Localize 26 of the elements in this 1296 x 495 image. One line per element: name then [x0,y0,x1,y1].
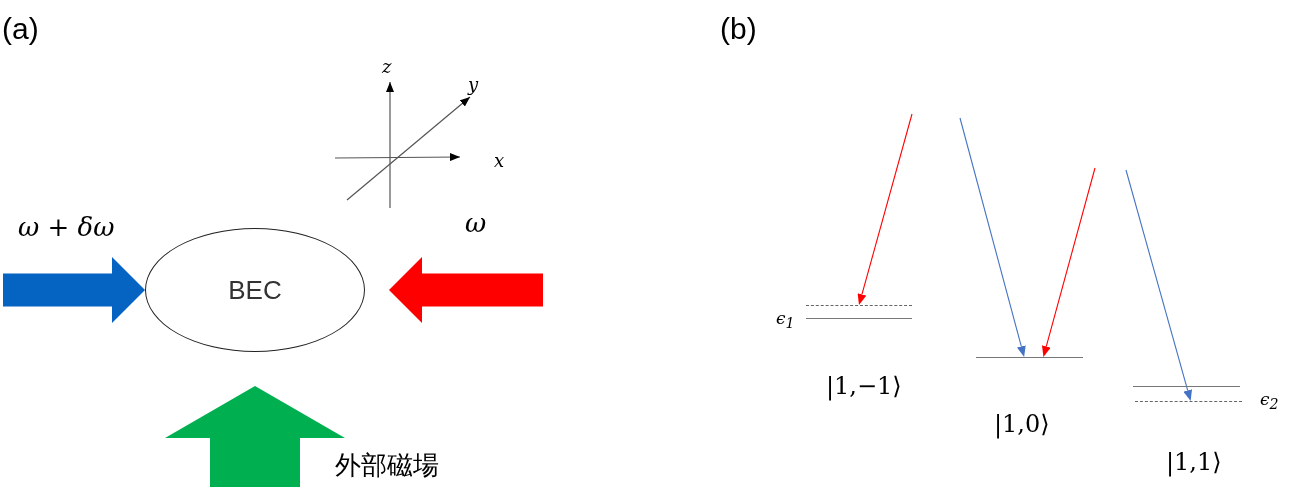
axis-label: y [468,74,479,95]
energy-level-line [1133,386,1240,388]
axis-label: z [382,56,392,77]
energy-level-line [976,357,1083,359]
edge-label: ω + δω [18,212,115,242]
panel-label: (a) [2,12,39,46]
state-label: |1,1⟩ [1166,448,1222,476]
edge-label: 外部磁場 [335,449,439,482]
energy-shift-label: ϵ$_{2}$ [1260,389,1279,413]
panel-label: (b) [720,12,757,46]
transition-arrow [1125,169,1192,401]
edge-label: ω [465,208,487,238]
energy-level-line [806,318,912,320]
block-arrow [389,257,543,323]
node-label: BEC [228,274,282,306]
transition-arrow [959,117,1026,357]
energy-shift-label: ϵ$_{1}$ [776,308,795,332]
axis-label: x [494,150,505,171]
block-arrow [3,257,145,323]
virtual-level-line [806,305,912,307]
transition-arrow [857,113,913,305]
transition-arrow [1041,167,1096,357]
state-label: |1,−1⟩ [826,372,902,400]
state-label: |1,0⟩ [994,410,1050,438]
block-arrow [165,386,345,487]
virtual-level-line [1135,401,1242,403]
